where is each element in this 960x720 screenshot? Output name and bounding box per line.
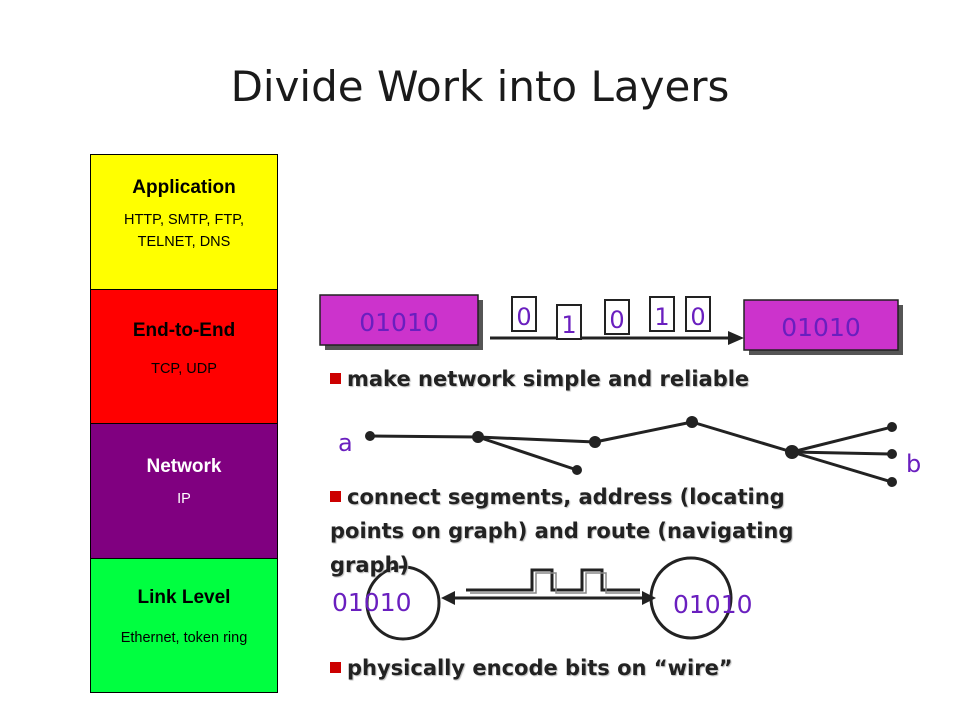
left-node-circle — [365, 565, 441, 641]
layer-name: Application — [132, 177, 236, 198]
bit-label: 1 — [654, 303, 669, 331]
edge — [477, 435, 596, 444]
layer-protocols: HTTP, SMTP, FTP, TELNET, DNS — [123, 212, 245, 250]
layer-protocols: TCP, UDP — [151, 361, 217, 377]
layer-name: Link Level — [137, 587, 231, 608]
edge — [791, 450, 893, 484]
left-host-label: 01010 — [359, 308, 439, 337]
layer-stack: Application HTTP, SMTP, FTP, TELNET, DNS… — [90, 154, 278, 693]
node-b-label: b — [906, 450, 921, 478]
arrow-head-right — [642, 591, 656, 605]
bullet-icon — [330, 662, 341, 673]
node — [472, 431, 484, 443]
right-host-label: 01010 — [781, 313, 861, 342]
bit-box — [685, 296, 711, 332]
end-to-end-diagram: 01010 01010 0 1 0 1 0 — [319, 294, 903, 355]
layer-network: Network IP — [90, 423, 278, 558]
bit-box — [649, 296, 675, 332]
square-waveform — [466, 568, 640, 592]
edge — [369, 434, 479, 439]
network-graph — [369, 420, 893, 484]
arrow-head — [728, 331, 744, 345]
left-node-label: 01010 — [332, 588, 412, 617]
bullet-text: make network simple and reliable — [347, 367, 750, 391]
left-host-box — [319, 294, 479, 346]
bit-label: 0 — [609, 306, 624, 334]
bit-label: 1 — [561, 311, 576, 339]
waveform-shadow — [470, 572, 640, 594]
bullet-link: physically encode bits on “wire” — [330, 651, 850, 685]
layer-name: Network — [146, 456, 222, 477]
node — [887, 449, 897, 459]
edge — [477, 435, 578, 472]
link-diagram: 01010 01010 — [332, 556, 753, 641]
bullet-network: connect segments, address (locating poin… — [330, 480, 850, 582]
bullet-icon — [330, 373, 341, 384]
bit-box — [604, 299, 630, 335]
bit-box — [556, 304, 582, 340]
node — [589, 436, 601, 448]
bullet-text: physically encode bits on “wire” — [347, 656, 733, 680]
layer-protocols: IP — [177, 491, 191, 507]
edge — [594, 420, 693, 444]
layer-link-level: Link Level Ethernet, token ring — [90, 558, 278, 693]
arrow-head-left — [441, 591, 455, 605]
layer-application: Application HTTP, SMTP, FTP, TELNET, DNS — [90, 154, 278, 289]
node — [785, 445, 799, 459]
edge — [791, 450, 893, 456]
bit-box — [511, 296, 537, 332]
bullet-text: connect segments, address (locating poin… — [330, 485, 794, 577]
node — [887, 422, 897, 432]
bullet-icon — [330, 491, 341, 502]
node — [686, 416, 698, 428]
bit-boxes: 0 1 0 1 0 — [511, 296, 711, 340]
network-nodes — [365, 416, 897, 487]
layer-end-to-end: End-to-End TCP, UDP — [90, 289, 278, 423]
bit-label: 0 — [690, 303, 705, 331]
bit-label: 0 — [516, 303, 531, 331]
node — [365, 431, 375, 441]
node — [887, 477, 897, 487]
node — [572, 465, 582, 475]
bullet-end-to-end: make network simple and reliable — [330, 362, 850, 396]
node-a-label: a — [338, 429, 353, 457]
slide-title: Divide Work into Layers — [230, 62, 730, 111]
right-node-label: 01010 — [673, 590, 753, 619]
right-host-box — [743, 299, 899, 351]
edge — [691, 420, 793, 454]
edge — [791, 425, 893, 454]
layer-name: End-to-End — [132, 320, 236, 341]
layer-protocols: Ethernet, token ring — [120, 630, 248, 646]
